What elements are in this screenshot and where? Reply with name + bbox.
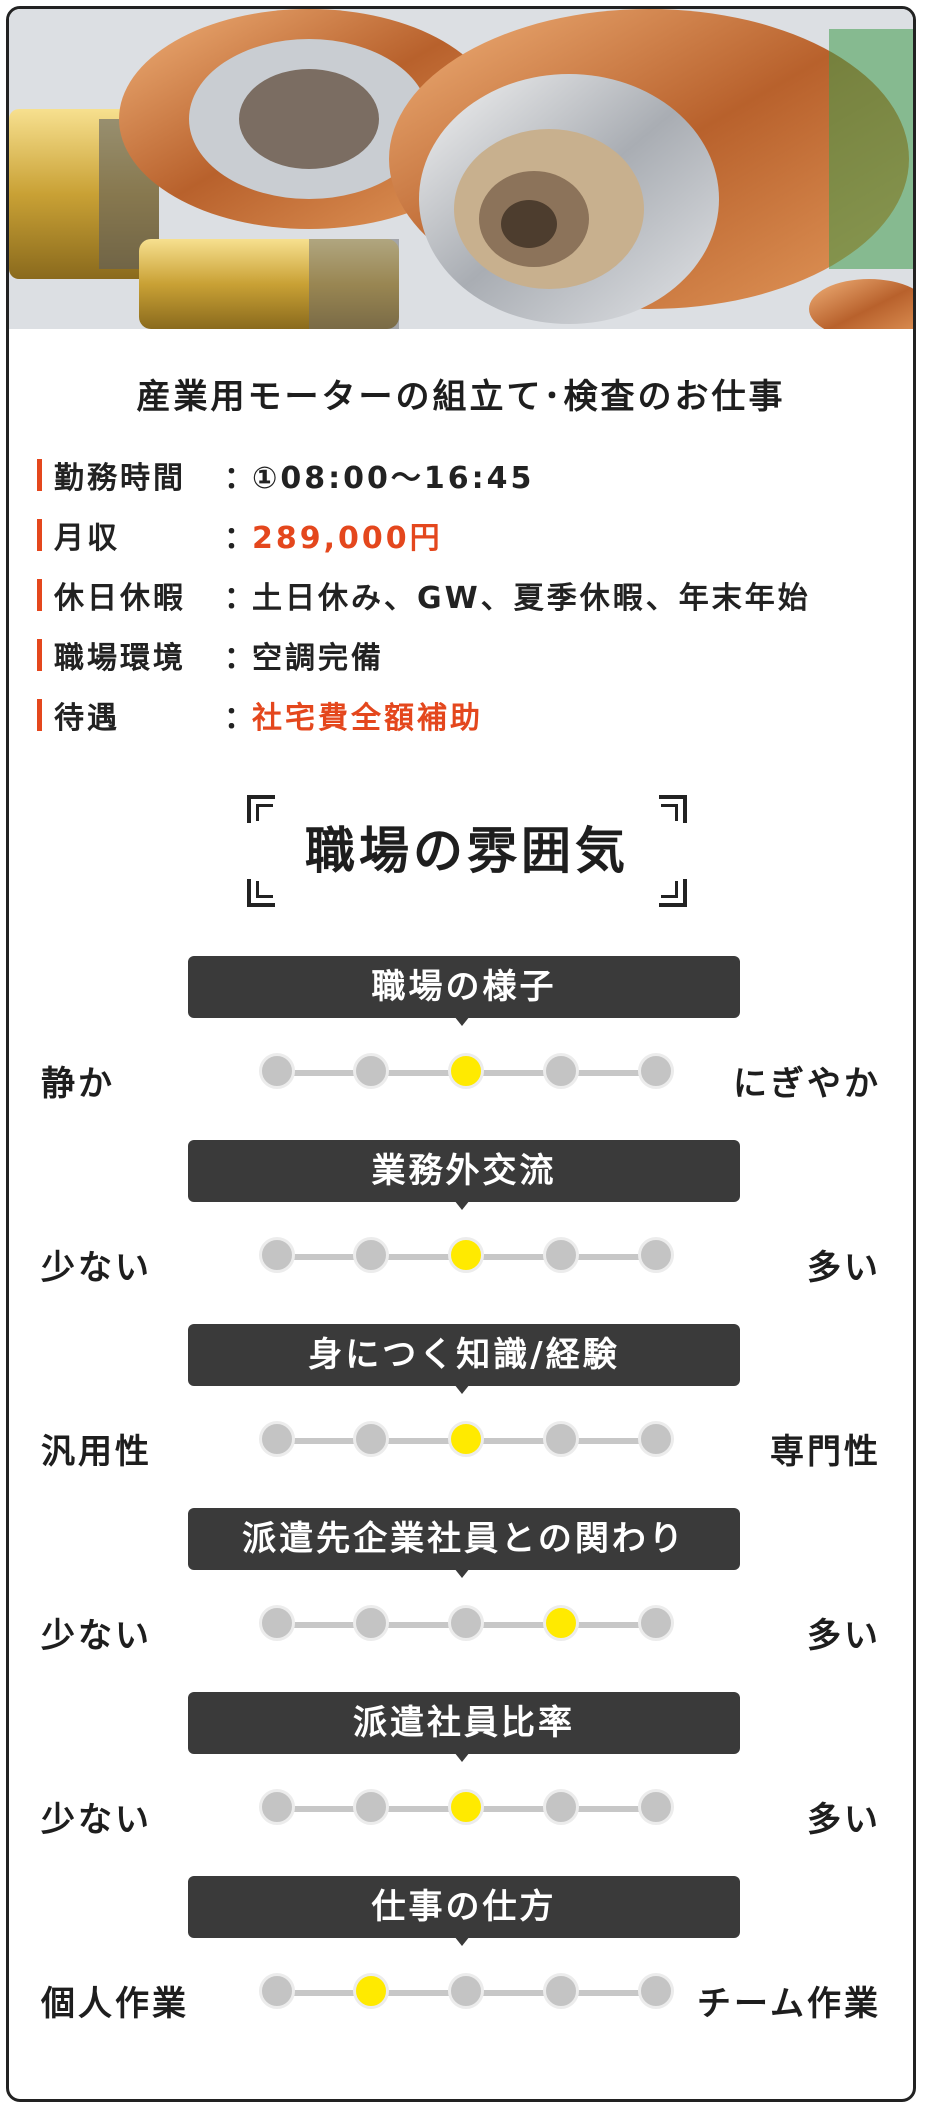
scale-dot (353, 1421, 389, 1457)
detail-row: 職場環境 ：空調完備 (37, 625, 897, 685)
atmosphere-heading: 職場の雰囲気 (247, 791, 687, 911)
scale-right-label: 多い (807, 1248, 881, 1288)
detail-value: 空調完備 (252, 641, 384, 676)
scale-dot-selected (448, 1237, 484, 1273)
detail-value: 土日休み、GW、夏季休暇、年末年始 (252, 581, 811, 616)
detail-colon: ： (224, 521, 257, 556)
scale-title-pointer (454, 1936, 470, 1946)
scale-left-label: 少ない (41, 1800, 152, 1840)
detail-accent-bar (37, 639, 42, 671)
scale-dot (638, 1237, 674, 1273)
scale-title-pointer (454, 1752, 470, 1762)
scale-dot (259, 1605, 295, 1641)
detail-label: 待遇 (54, 701, 120, 736)
detail-value: 289,000円 (252, 521, 443, 556)
scale-dot (638, 1053, 674, 1089)
detail-row: 休日休暇 ：土日休み、GW、夏季休暇、年末年始 (37, 565, 897, 625)
scale-right-label: にぎやか (733, 1064, 881, 1104)
scale-dot (259, 1973, 295, 2009)
detail-value: 社宅費全額補助 (252, 701, 483, 736)
scale-title-pointer (454, 1568, 470, 1578)
scale-left-label: 個人作業 (41, 1984, 189, 2024)
scale-left-label: 少ない (41, 1616, 152, 1656)
scale-dot (448, 1973, 484, 2009)
detail-label: 休日休暇 (54, 581, 186, 616)
scale-title: 業務外交流 (188, 1140, 740, 1202)
scale-dot (259, 1237, 295, 1273)
scale-dot (638, 1421, 674, 1457)
scale-dot (259, 1789, 295, 1825)
detail-row: 月収 ：289,000円 (37, 505, 897, 565)
scale-dot (638, 1973, 674, 2009)
scale-dot (353, 1605, 389, 1641)
scale-right-label: 多い (807, 1800, 881, 1840)
scale-dot (353, 1053, 389, 1089)
detail-accent-bar (37, 699, 42, 731)
scale-dot (638, 1789, 674, 1825)
scale-title-pointer (454, 1200, 470, 1210)
scale-dot-selected (448, 1053, 484, 1089)
scale-dot (543, 1973, 579, 2009)
scale-right-label: チーム作業 (697, 1984, 881, 2024)
scale-right-label: 専門性 (770, 1432, 881, 1472)
scale-dot-selected (353, 1973, 389, 2009)
scale-dot (259, 1053, 295, 1089)
scale-dot-selected (543, 1605, 579, 1641)
scale-dot (638, 1605, 674, 1641)
detail-colon: ： (224, 641, 257, 676)
atmosphere-scale: 身につく知識/経験汎用性 専門性 (9, 1324, 913, 1494)
detail-accent-bar (37, 519, 42, 551)
scale-title: 仕事の仕方 (188, 1876, 740, 1938)
atmosphere-scale: 業務外交流少ない 多い (9, 1140, 913, 1310)
hero-image-motor-parts (9, 9, 913, 329)
atmosphere-scale: 職場の様子静か にぎやか (9, 956, 913, 1126)
scale-dot (543, 1053, 579, 1089)
detail-row: 待遇 ：社宅費全額補助 (37, 685, 897, 745)
detail-label: 月収 (54, 521, 120, 556)
scale-dot (543, 1421, 579, 1457)
detail-colon: ： (224, 581, 257, 616)
scale-dot (543, 1237, 579, 1273)
scale-title-pointer (454, 1016, 470, 1026)
atmosphere-scale: 仕事の仕方個人作業 チーム作業 (9, 1876, 913, 2046)
scale-dot-selected (448, 1421, 484, 1457)
detail-colon: ： (224, 701, 257, 736)
detail-value: ①08:00～16:45 (252, 461, 535, 496)
scale-dot (353, 1789, 389, 1825)
detail-label: 勤務時間 (54, 461, 186, 496)
detail-accent-bar (37, 579, 42, 611)
scale-title-pointer (454, 1384, 470, 1394)
detail-colon: ： (224, 461, 257, 496)
scale-dot (353, 1237, 389, 1273)
scale-dot (448, 1605, 484, 1641)
scale-left-label: 汎用性 (41, 1432, 152, 1472)
detail-row: 勤務時間 ：①08:00～16:45 (37, 445, 897, 505)
atmosphere-scale: 派遣先企業社員との関わり少ない 多い (9, 1508, 913, 1678)
atmosphere-heading-text: 職場の雰囲気 (305, 822, 629, 880)
scale-left-label: 静か (41, 1064, 115, 1104)
scale-dot (543, 1789, 579, 1825)
job-title: 産業用モーターの組立て･検査のお仕事 (136, 377, 786, 417)
scale-title: 職場の様子 (188, 956, 740, 1018)
scale-right-label: 多い (807, 1616, 881, 1656)
scale-title: 身につく知識/経験 (188, 1324, 740, 1386)
scale-dot-selected (448, 1789, 484, 1825)
atmosphere-scale: 派遣社員比率少ない 多い (9, 1692, 913, 1862)
detail-label: 職場環境 (54, 641, 186, 676)
scale-dot (259, 1421, 295, 1457)
scale-title: 派遣社員比率 (188, 1692, 740, 1754)
scale-title: 派遣先企業社員との関わり (188, 1508, 740, 1570)
detail-accent-bar (37, 459, 42, 491)
scale-left-label: 少ない (41, 1248, 152, 1288)
